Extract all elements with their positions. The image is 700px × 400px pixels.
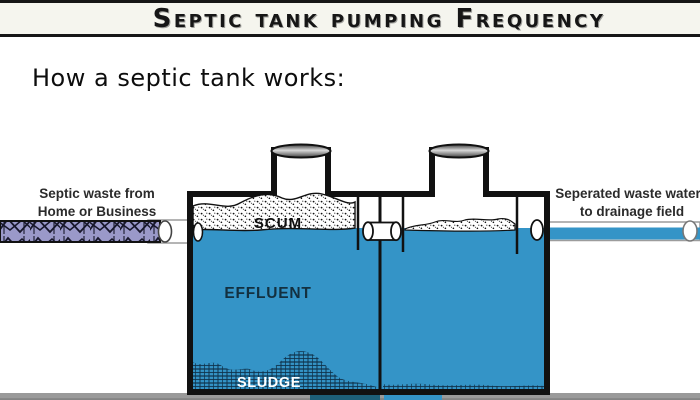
outlet-tee-opening bbox=[530, 219, 544, 241]
inlet-pipe-cap bbox=[157, 220, 173, 243]
effluent-water bbox=[193, 228, 544, 389]
inlet-tee-opening bbox=[192, 222, 204, 242]
outlet-caption-line2: to drainage field bbox=[580, 204, 684, 219]
outlet-pipe-cap bbox=[682, 220, 698, 242]
subtitle: How a septic tank works: bbox=[32, 64, 346, 92]
transfer-pipe-end-left bbox=[362, 221, 374, 242]
sludge-label: SLUDGE bbox=[237, 375, 301, 391]
scum-layer-chamber2 bbox=[404, 217, 516, 232]
sludge-layer-chamber2 bbox=[383, 383, 544, 389]
under-tank-teal-shape bbox=[310, 394, 380, 400]
page-title: Septic tank pumping Frequency bbox=[152, 3, 606, 34]
riser-cap-right bbox=[428, 143, 490, 159]
sludge-layer-chamber1 bbox=[193, 351, 377, 389]
outlet-caption-line1: Seperated waste water bbox=[555, 186, 700, 201]
scum-layer-chamber1 bbox=[192, 192, 356, 232]
effluent-label: EFFLUENT bbox=[224, 285, 311, 302]
transfer-pipe-end-right bbox=[390, 221, 402, 242]
inlet-caption-line1: Septic waste from bbox=[39, 186, 155, 201]
septic-tank-diagram: Septic waste from Home or Business Seper… bbox=[0, 143, 700, 400]
outlet-pipe-water bbox=[550, 227, 700, 240]
inlet-caption-line2: Home or Business bbox=[38, 204, 157, 219]
under-tank-blue-shape bbox=[384, 394, 442, 400]
scum-label: SCUM bbox=[254, 215, 302, 232]
riser-cap-left bbox=[270, 143, 332, 159]
title-bar: Septic tank pumping Frequency bbox=[0, 0, 700, 37]
inlet-pipe bbox=[0, 220, 161, 243]
